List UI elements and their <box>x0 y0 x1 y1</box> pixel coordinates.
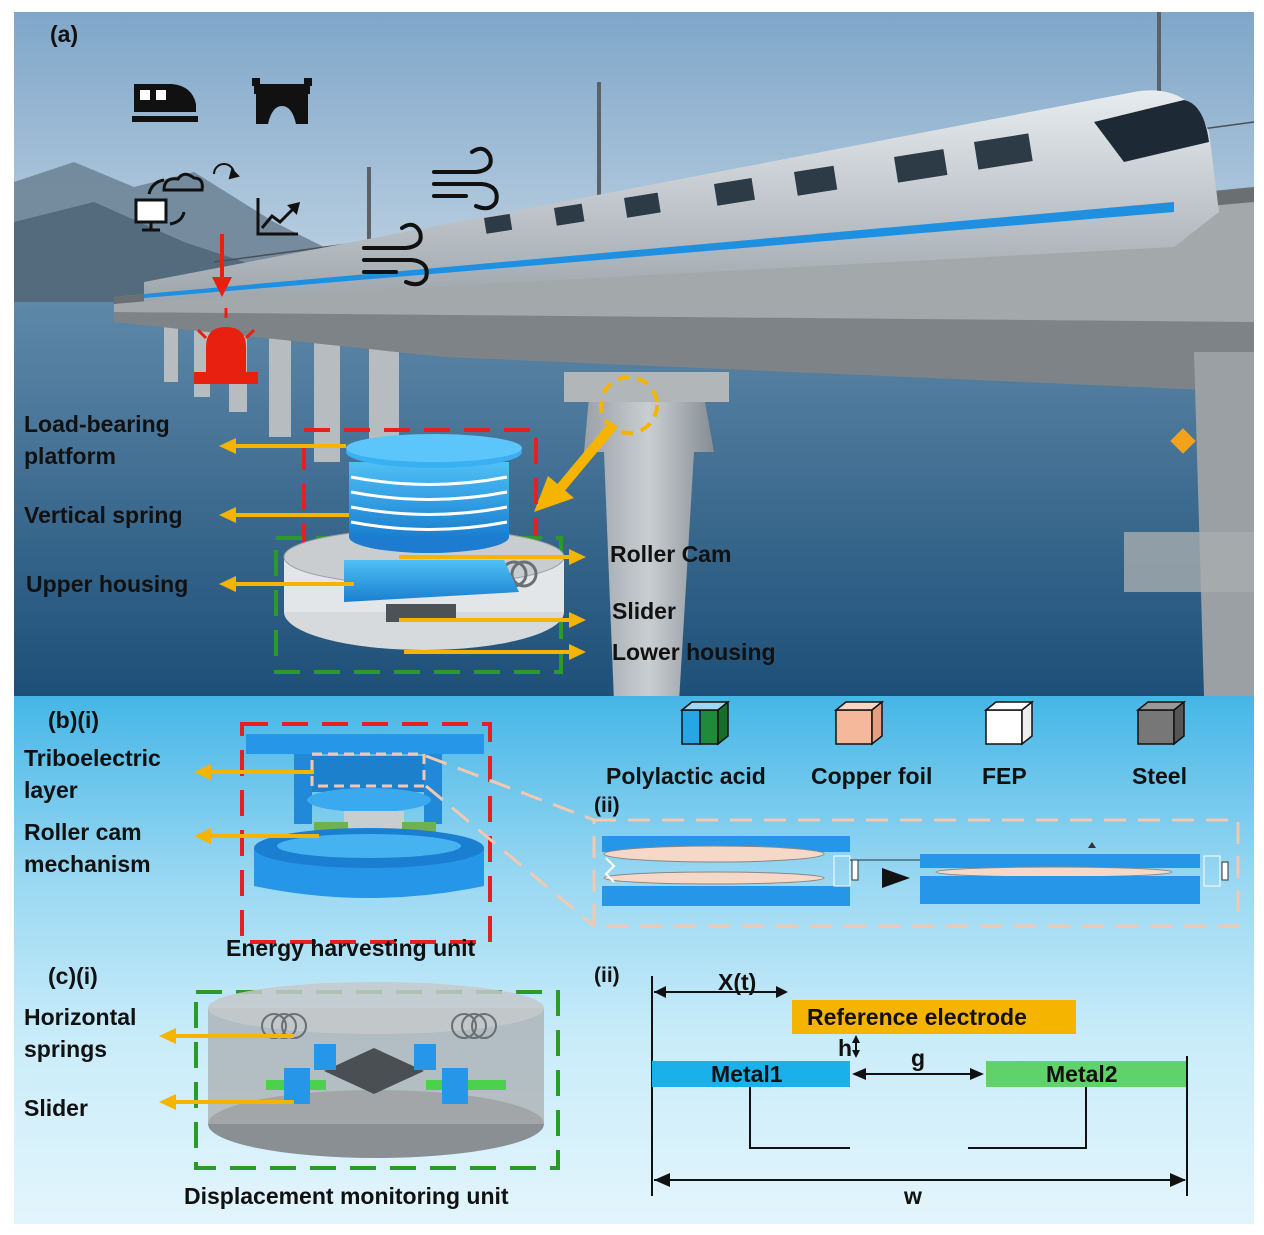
train-icon <box>132 84 198 122</box>
metal1-label: Metal1 <box>711 1061 783 1087</box>
panel-bc-background: (b)(i) Triboelectric layer Roller cam me… <box>14 696 1254 1224</box>
wind-icon <box>362 146 499 287</box>
process-arrow <box>882 868 910 888</box>
legend-label-pla: Polylactic acid <box>606 763 766 789</box>
metal2-bar <box>986 1061 1186 1087</box>
legend-label-copper: Copper foil <box>811 763 933 789</box>
panel-a-tag: (a) <box>50 21 79 47</box>
pointer-arrow-head <box>534 476 574 512</box>
load-bearing-label-line1: Load-bearing <box>24 411 170 437</box>
legend-cube-copper <box>833 700 885 746</box>
vertical-spring-label: Vertical spring <box>24 502 183 528</box>
trend-chart-icon <box>256 198 301 236</box>
legend-cube-pla <box>679 700 731 746</box>
legend-label-fep: FEP <box>982 763 1027 789</box>
metal2-label: Metal2 <box>1046 1061 1118 1087</box>
panel-b-ii-tag: (ii) <box>594 794 620 817</box>
triboelectric-label-line2: layer <box>24 777 78 803</box>
load-bearing-label-line2: platform <box>24 443 116 469</box>
roller-cam-mech-label-line2: mechanism <box>24 851 151 877</box>
w-label: w <box>904 1183 922 1209</box>
reference-electrode-bar <box>792 1000 1076 1034</box>
slider-c-label: Slider <box>24 1095 88 1121</box>
contact-state-separated <box>602 836 859 906</box>
xt-label: X(t) <box>718 969 757 995</box>
horizontal-springs-label-line1: Horizontal <box>24 1004 137 1030</box>
horizontal-springs-label-line2: springs <box>24 1036 108 1062</box>
panel-a-scene: (a) Load-bearing platform Vertical sprin… <box>14 12 1254 696</box>
panel-c-ii-tag: (ii) <box>594 964 620 987</box>
triboelectric-label-line1: Triboelectric <box>24 745 161 771</box>
g-label: g <box>911 1045 926 1071</box>
energy-unit-red-box <box>240 722 492 944</box>
panel-c-tag: (c)(i) <box>48 963 98 989</box>
cloud-sync-icon <box>134 172 204 232</box>
red-dashed-box <box>302 428 538 560</box>
legend-label-steel: Steel <box>1132 763 1187 789</box>
refresh-icon <box>213 163 240 180</box>
metal1-bar <box>652 1061 850 1087</box>
contact-state-pressed <box>920 842 1229 904</box>
legend-cube-steel <box>1135 700 1187 746</box>
upper-housing-label: Upper housing <box>26 571 189 597</box>
roller-cam-label: Roller Cam <box>610 541 732 567</box>
bridge-icon <box>252 78 312 124</box>
panel-b-tag: (b)(i) <box>48 707 100 733</box>
alarm-icon <box>194 234 258 384</box>
displacement-unit-caption: Displacement monitoring unit <box>184 1183 509 1209</box>
panel-bc-illustrations <box>159 700 1240 1196</box>
h-label: h <box>838 1035 853 1061</box>
bridge-scene-illustration <box>14 12 1254 696</box>
reference-electrode-label: Reference electrode <box>807 1004 1027 1030</box>
zoom-detail-box <box>592 818 1240 928</box>
lower-housing-label: Lower housing <box>612 639 776 665</box>
roller-cam-mech-label-line1: Roller cam <box>24 819 142 845</box>
slider-label: Slider <box>612 598 676 624</box>
legend-cube-fep <box>983 700 1035 746</box>
energy-unit-caption: Energy harvesting unit <box>226 935 476 961</box>
bearing-highlight-circle <box>599 375 659 435</box>
top-plate <box>246 734 484 754</box>
